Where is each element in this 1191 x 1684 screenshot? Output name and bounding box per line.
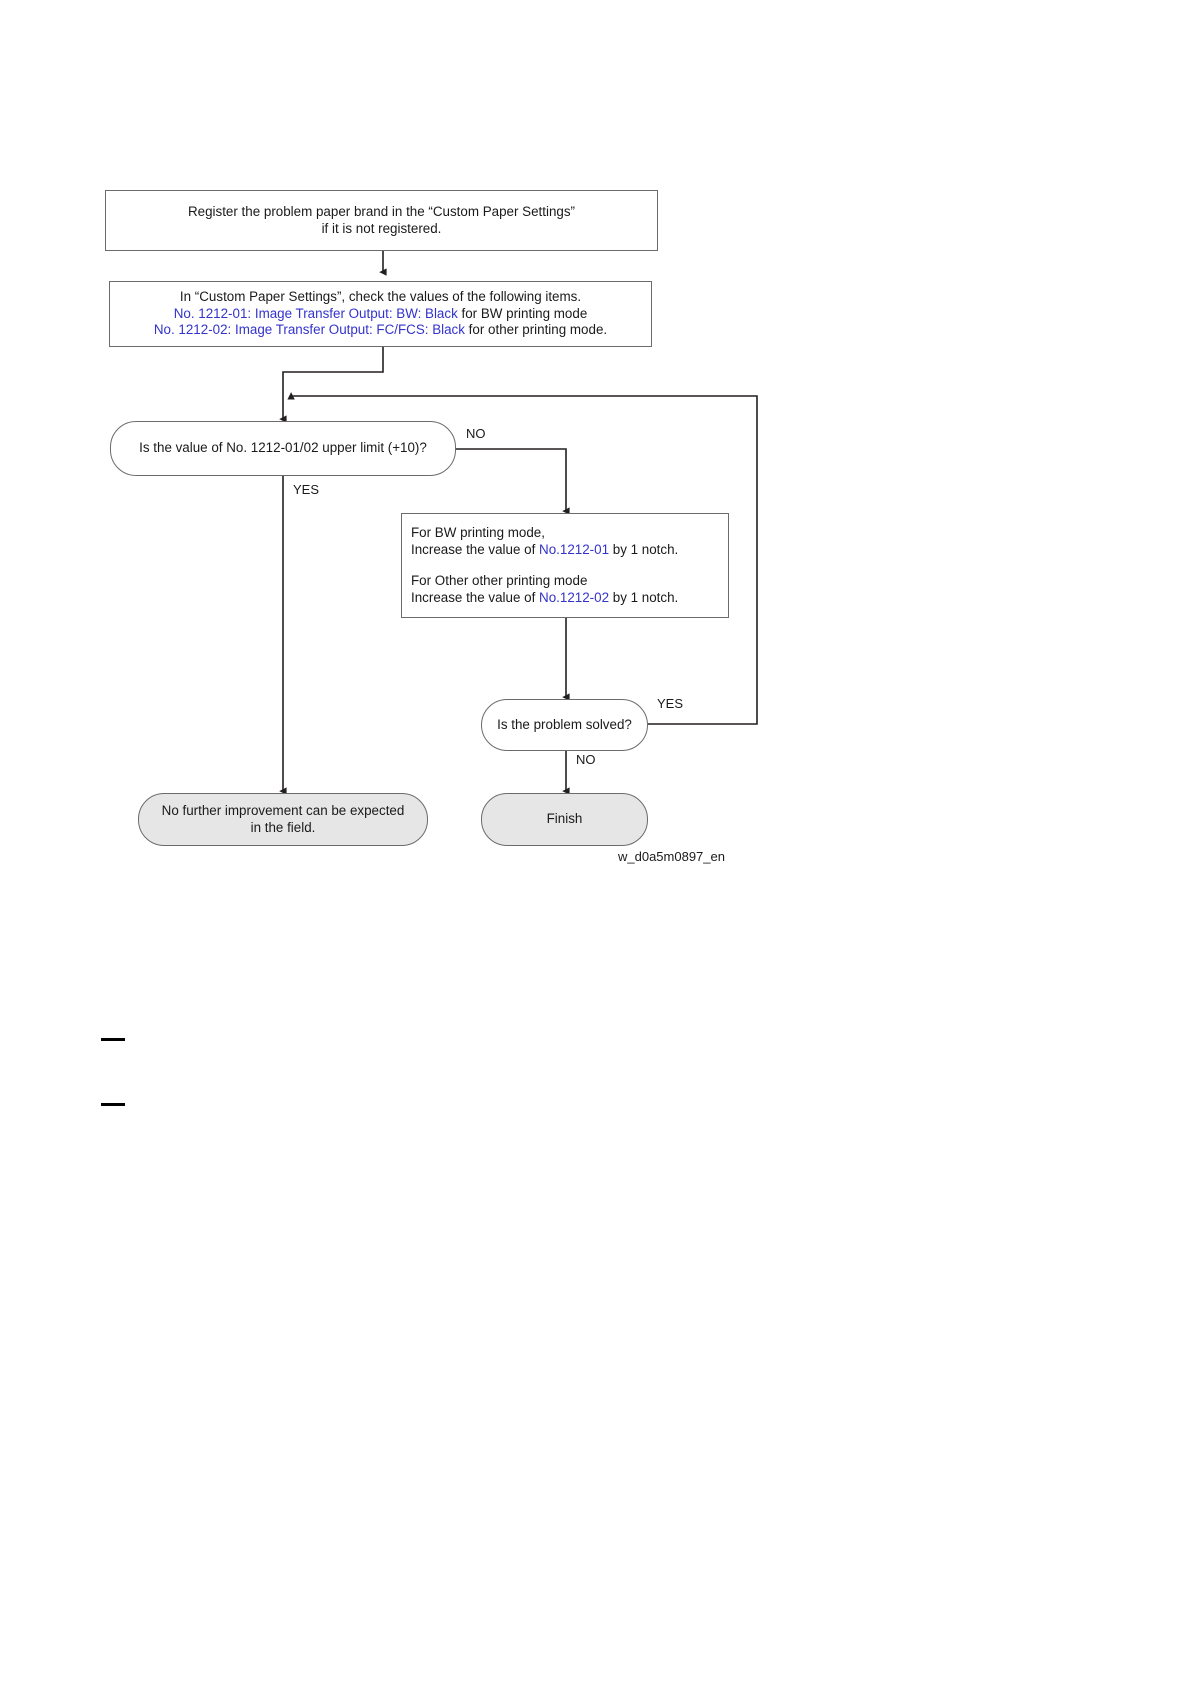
node-finish: Finish bbox=[481, 793, 648, 846]
node-decision-upper-limit-text: Is the value of No. 1212-01/02 upper lim… bbox=[139, 440, 427, 456]
node-increase-line4-pre: Increase the value of bbox=[411, 589, 540, 605]
node-increase-line4-post: by 1 notch. bbox=[609, 589, 679, 605]
edge-label-upper-limit-yes: YES bbox=[293, 482, 320, 497]
node-increase-line1: For BW printing mode, bbox=[411, 525, 545, 540]
setting-code-1212-02-ref: No.1212-02 bbox=[539, 589, 610, 605]
node-increase-line3: For Other other printing mode bbox=[411, 573, 588, 588]
node-increase-line2-pre: Increase the value of bbox=[411, 541, 540, 557]
node-register-line2: if it is not registered. bbox=[321, 220, 442, 236]
node-increase-line2-post: by 1 notch. bbox=[609, 541, 679, 557]
edge-label-solved-no: NO bbox=[576, 752, 596, 767]
rule-mark-upper bbox=[101, 1038, 125, 1041]
node-check-line3: No. 1212-02: Image Transfer Output: FC/F… bbox=[154, 322, 607, 339]
node-decision-problem-solved: Is the problem solved? bbox=[481, 699, 648, 751]
edge-label-upper-limit-no: NO bbox=[466, 426, 486, 441]
setting-code-1212-01-ref: No.1212-01 bbox=[539, 541, 610, 557]
connector-check-to-decision bbox=[279, 347, 384, 423]
node-no-improvement-line1: No further improvement can be expected bbox=[161, 803, 405, 818]
node-increase-notch: For BW printing mode, Increase the value… bbox=[401, 513, 729, 618]
node-decision-problem-solved-text: Is the problem solved? bbox=[497, 716, 632, 732]
figure-caption: w_d0a5m0897_en bbox=[618, 849, 725, 864]
connector-decision-no-to-increase bbox=[456, 448, 570, 515]
node-increase-line2: Increase the value of No.1212-01 by 1 no… bbox=[411, 542, 678, 559]
node-check-line3-rest: for other printing mode. bbox=[464, 322, 608, 338]
node-register-line1: Register the problem paper brand in the … bbox=[187, 204, 576, 219]
node-check-line2: No. 1212-01: Image Transfer Output: BW: … bbox=[174, 306, 588, 323]
node-check-line1: In “Custom Paper Settings”, check the va… bbox=[179, 289, 582, 305]
edge-label-solved-yes: YES bbox=[657, 696, 684, 711]
rule-mark-lower bbox=[101, 1103, 125, 1106]
node-register-paper-brand: Register the problem paper brand in the … bbox=[105, 190, 658, 251]
setting-code-1212-02-label: No. 1212-02: Image Transfer Output: FC/F… bbox=[153, 322, 465, 338]
node-no-further-improvement: No further improvement can be expected i… bbox=[138, 793, 428, 846]
node-finish-text: Finish bbox=[546, 811, 583, 827]
node-check-line2-rest: for BW printing mode bbox=[457, 305, 588, 321]
node-increase-line4: Increase the value of No.1212-02 by 1 no… bbox=[411, 590, 678, 607]
node-decision-upper-limit: Is the value of No. 1212-01/02 upper lim… bbox=[110, 421, 456, 476]
node-no-improvement-line2: in the field. bbox=[250, 819, 316, 835]
connector-solved-yes-loop bbox=[287, 392, 758, 725]
node-check-values: In “Custom Paper Settings”, check the va… bbox=[109, 281, 652, 347]
setting-code-1212-01-label: No. 1212-01: Image Transfer Output: BW: … bbox=[173, 305, 458, 321]
